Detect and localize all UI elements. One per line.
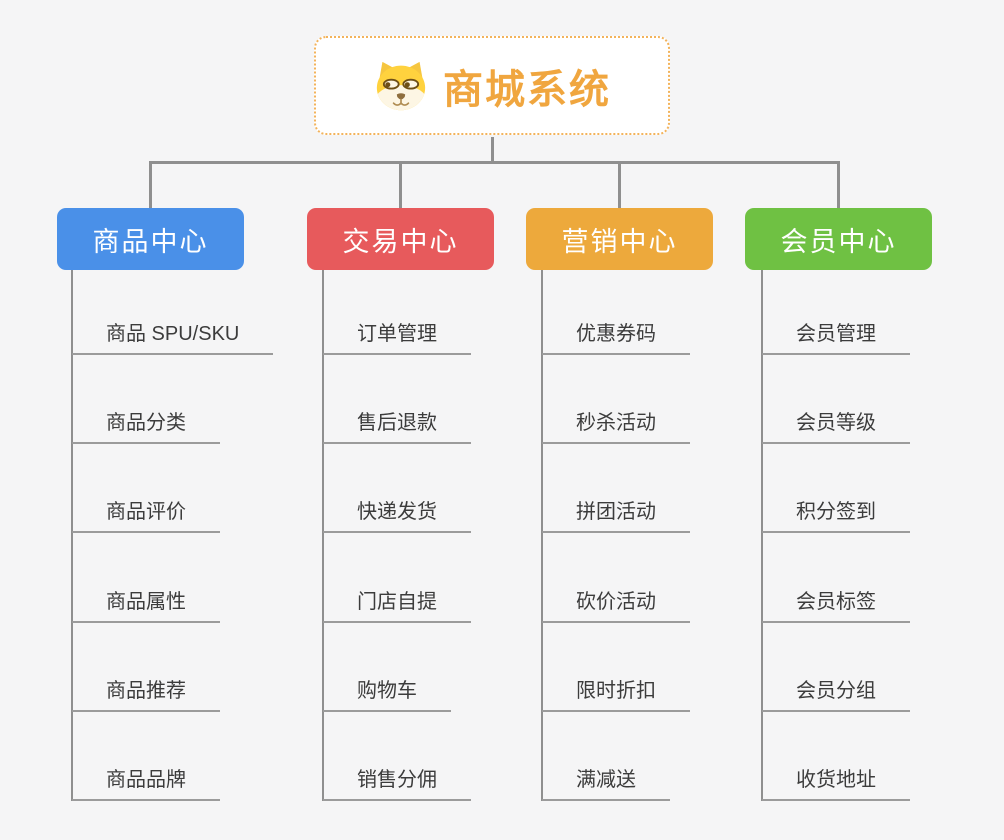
child-topic-trade-center-6[interactable]: 销售分佣: [323, 755, 471, 801]
root-title: 商城系统: [443, 67, 611, 112]
child-topic-label: 会员标签: [762, 585, 910, 623]
branch-topic-label: 商品中心: [92, 226, 209, 257]
child-topic-label: 快递发货: [323, 495, 471, 534]
child-topic-label: 订单管理: [323, 317, 471, 355]
child-topic-marketing-center-4[interactable]: 砍价活动: [542, 577, 690, 623]
child-topic-label: 会员分组: [762, 674, 910, 712]
child-topic-label: 商品属性: [72, 585, 220, 623]
connector-line: [491, 137, 494, 164]
child-topic-member-center-3[interactable]: 积分签到: [762, 487, 910, 534]
child-topic-member-center-5[interactable]: 会员分组: [762, 666, 910, 712]
child-topic-member-center-6[interactable]: 收货地址: [762, 755, 910, 801]
child-topic-marketing-center-6[interactable]: 满减送: [542, 755, 670, 801]
dog-face-icon: [376, 61, 426, 110]
branch-topic-label: 营销中心: [561, 226, 678, 257]
root-topic[interactable]: 商城系统: [314, 36, 670, 135]
child-topic-label: 秒杀活动: [542, 406, 690, 445]
branch-topic-member-center[interactable]: 会员中心: [745, 208, 932, 270]
child-topic-trade-center-5[interactable]: 购物车: [323, 666, 451, 712]
branch-topic-trade-center[interactable]: 交易中心: [307, 208, 494, 270]
child-topic-trade-center-3[interactable]: 快递发货: [323, 487, 471, 534]
child-topic-product-center-2[interactable]: 商品分类: [72, 398, 220, 445]
child-topic-label: 购物车: [323, 674, 451, 712]
child-topic-trade-center-2[interactable]: 售后退款: [323, 398, 471, 445]
connector-line: [761, 270, 763, 801]
child-topic-label: 会员等级: [762, 406, 910, 445]
child-topic-label: 商品分类: [72, 406, 220, 445]
connector-line: [837, 161, 840, 208]
child-topic-marketing-center-2[interactable]: 秒杀活动: [542, 398, 690, 445]
child-topic-label: 商品评价: [72, 495, 220, 534]
child-topic-product-center-1[interactable]: 商品 SPU/SKU: [72, 309, 274, 355]
branch-topic-label: 交易中心: [342, 226, 459, 257]
connector-line: [322, 270, 324, 801]
child-topic-label: 收货地址: [762, 763, 910, 801]
connector-line: [399, 161, 402, 208]
branch-topic-product-center[interactable]: 商品中心: [57, 208, 244, 270]
child-topic-label: 售后退款: [323, 406, 471, 445]
child-topic-label: 商品 SPU/SKU: [72, 317, 274, 355]
child-topic-product-center-3[interactable]: 商品评价: [72, 487, 220, 534]
child-topic-product-center-6[interactable]: 商品品牌: [72, 755, 220, 801]
child-topic-label: 商品推荐: [72, 674, 220, 712]
connector-line: [541, 270, 543, 801]
child-topic-label: 砍价活动: [542, 585, 690, 623]
connector-line: [149, 161, 152, 208]
branch-topic-marketing-center[interactable]: 营销中心: [526, 208, 713, 270]
connector-line: [149, 161, 840, 164]
child-topic-label: 积分签到: [762, 495, 910, 534]
child-topic-label: 销售分佣: [323, 763, 471, 801]
child-topic-label: 满减送: [542, 763, 670, 801]
child-topic-label: 拼团活动: [542, 495, 690, 534]
child-topic-marketing-center-3[interactable]: 拼团活动: [542, 487, 690, 534]
child-topic-trade-center-4[interactable]: 门店自提: [323, 577, 471, 623]
connector-line: [71, 270, 73, 801]
child-topic-trade-center-1[interactable]: 订单管理: [323, 309, 471, 355]
child-topic-product-center-4[interactable]: 商品属性: [72, 577, 220, 623]
child-topic-label: 商品品牌: [72, 763, 220, 801]
child-topic-member-center-4[interactable]: 会员标签: [762, 577, 910, 623]
child-topic-label: 门店自提: [323, 585, 471, 623]
branch-topic-label: 会员中心: [780, 226, 897, 257]
child-topic-label: 限时折扣: [542, 674, 690, 712]
connector-line: [618, 161, 621, 208]
child-topic-product-center-5[interactable]: 商品推荐: [72, 666, 220, 712]
child-topic-marketing-center-1[interactable]: 优惠券码: [542, 309, 690, 355]
child-topic-marketing-center-5[interactable]: 限时折扣: [542, 666, 690, 712]
child-topic-label: 优惠券码: [542, 317, 690, 355]
child-topic-member-center-1[interactable]: 会员管理: [762, 309, 910, 355]
child-topic-label: 会员管理: [762, 317, 910, 355]
child-topic-member-center-2[interactable]: 会员等级: [762, 398, 910, 445]
